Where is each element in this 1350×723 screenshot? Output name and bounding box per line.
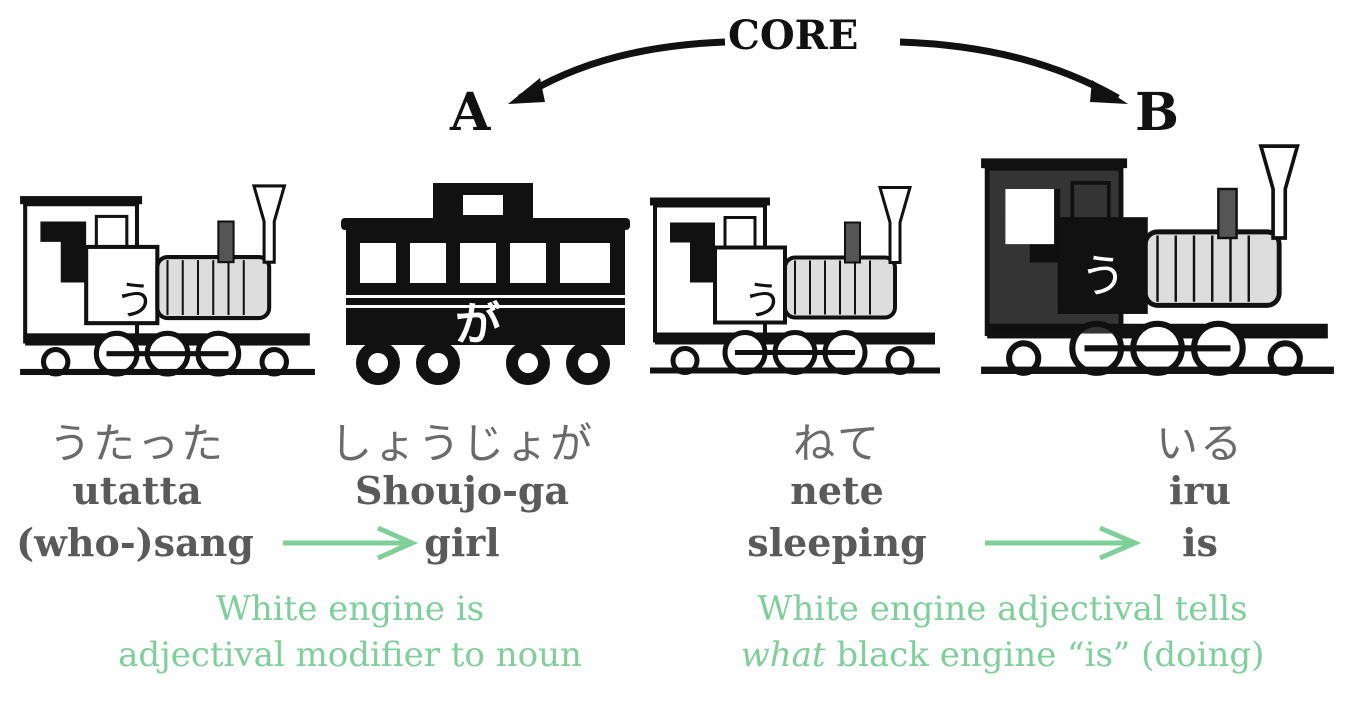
engine-glyph: う: [1080, 249, 1126, 303]
english-iru: is: [1182, 520, 1218, 565]
note-right-emphasis: what: [740, 635, 826, 675]
caboose: が: [338, 183, 633, 388]
caboose-glyph: が: [455, 297, 501, 351]
note-left-line1: White engine is: [215, 589, 485, 629]
kana-nete: ねて: [792, 419, 881, 468]
kana-shoujoga: しょうじょが: [329, 419, 594, 468]
green-arrows: [283, 525, 1142, 561]
note-left: White engine is adjectival modifier to n…: [50, 586, 650, 678]
note-right-line2: what black engine “is” (doing): [670, 632, 1335, 678]
note-right: White engine adjectival tells what black…: [670, 586, 1335, 678]
romaji-shoujoga: Shoujo-ga: [354, 468, 570, 513]
english-utatta: (who-)sang: [16, 520, 254, 565]
note-left-line2: adjectival modifier to noun: [118, 635, 582, 675]
label-a: A: [450, 82, 491, 143]
core-arrow: [508, 38, 1128, 104]
kana-iru: いる: [1155, 419, 1244, 468]
english-shoujoga: girl: [424, 520, 500, 565]
white-engine-2: う: [645, 180, 945, 385]
romaji-utatta: utatta: [72, 468, 202, 513]
english-nete: sleeping: [747, 520, 927, 565]
kana-utatta: うたった: [48, 419, 225, 468]
white-engine-1: う: [15, 180, 320, 385]
core-label: CORE: [728, 12, 859, 59]
label-b: B: [1135, 82, 1179, 143]
note-right-rest: black engine “is” (doing): [825, 635, 1265, 675]
note-right-line1: White engine adjectival tells: [757, 589, 1248, 629]
engine-glyph: う: [743, 278, 783, 324]
engine-glyph: う: [115, 278, 155, 324]
romaji-nete: nete: [790, 468, 884, 513]
black-engine: う: [975, 140, 1340, 385]
romaji-iru: iru: [1168, 468, 1232, 513]
